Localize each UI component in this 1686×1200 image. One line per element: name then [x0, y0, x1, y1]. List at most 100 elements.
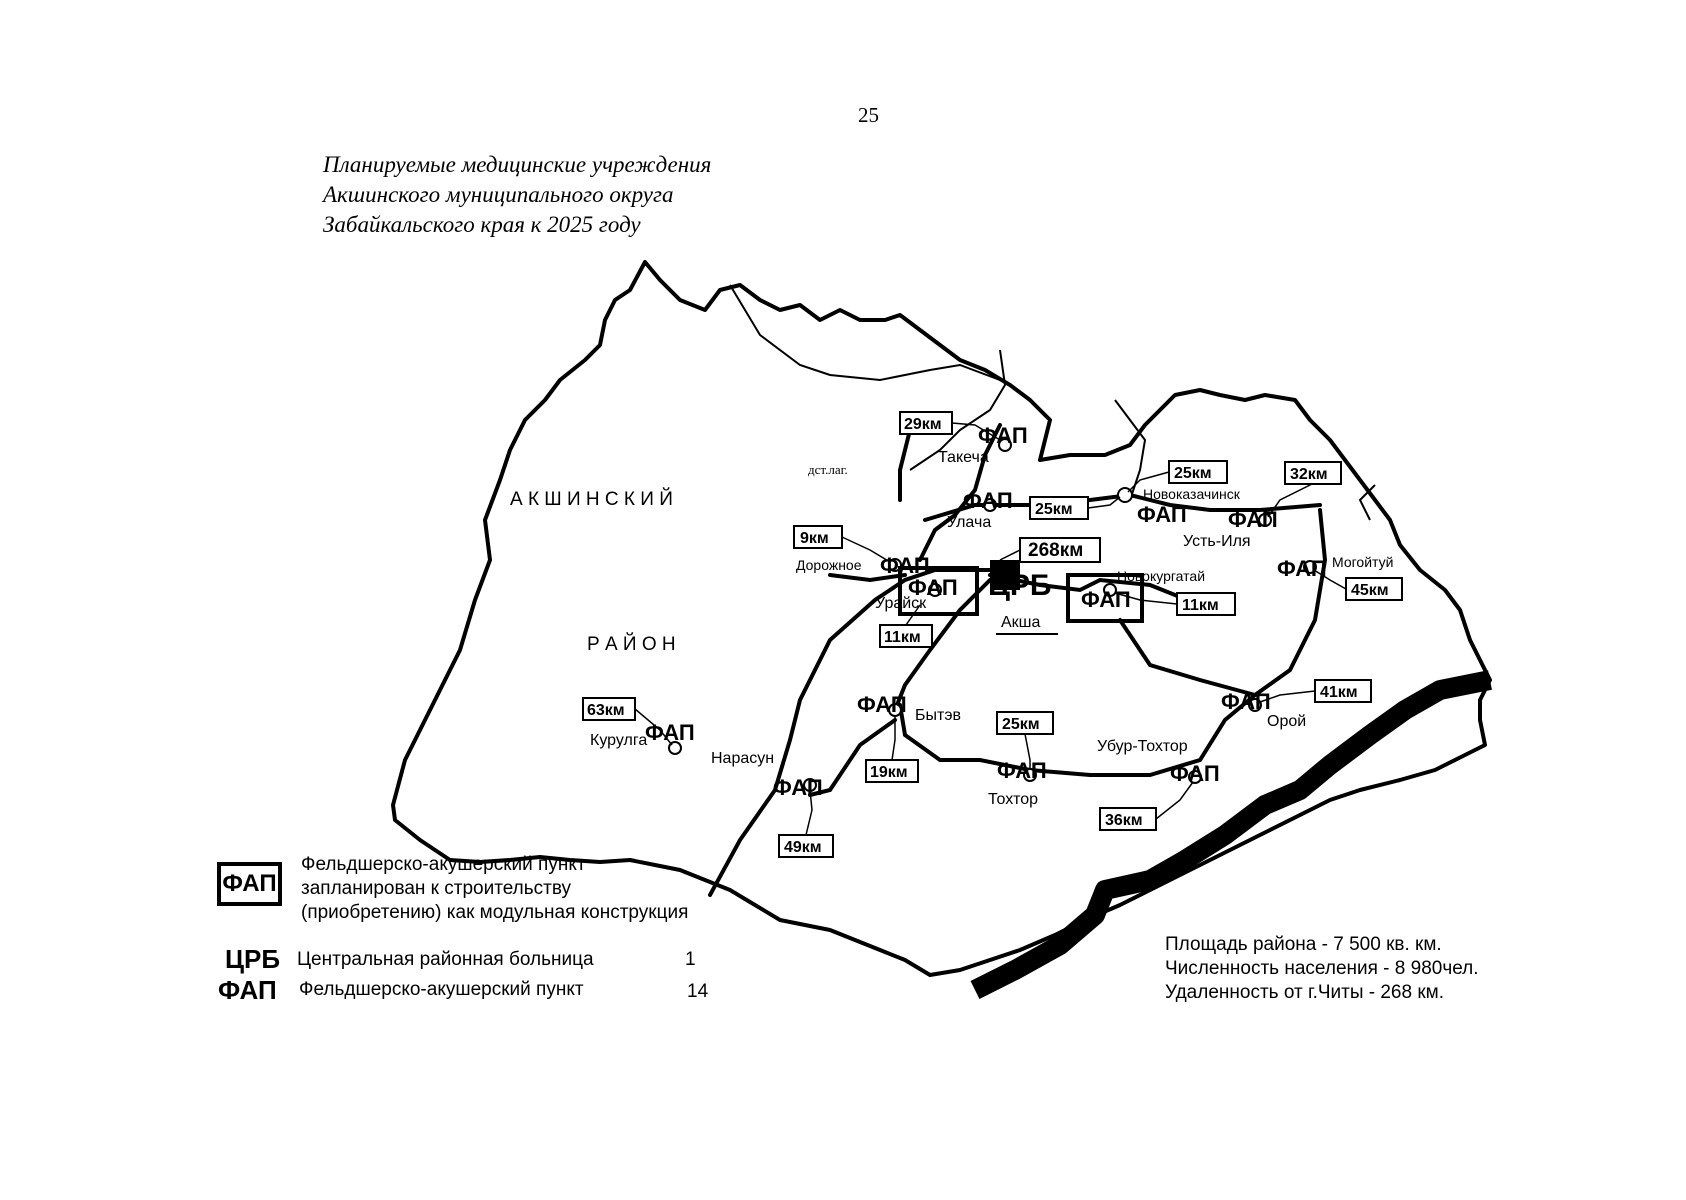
road-ulacha-north — [898, 428, 912, 502]
fap-tokhtor: ФАП — [997, 758, 1047, 783]
fap-narasun: ФАП — [773, 775, 823, 800]
name-ust-ilya: Усть-Иля — [1183, 533, 1251, 550]
name-novokurgatay: Новокургатай — [1117, 568, 1205, 584]
stat-population: Численность населения - 8 980чел. — [1165, 958, 1479, 979]
road-bytev-narasun — [808, 718, 897, 797]
legend-modular-fap-abbr: ФАП — [222, 870, 277, 897]
map-title: Планируемые медицинские учреждения Акшин… — [323, 150, 711, 240]
marker-aksha — [990, 560, 1020, 590]
distance-kurulga: 63км — [587, 702, 625, 719]
marker-ubur-tokhtor — [1188, 770, 1202, 784]
leader-lines — [634, 422, 1347, 836]
road-uraisk-west — [828, 573, 907, 583]
name-tokhtor: Тохтор — [988, 791, 1038, 808]
rivers — [909, 349, 1376, 521]
distance-mogoytuy: 45км — [1351, 582, 1389, 599]
distance-takecha: 29км — [904, 416, 942, 433]
settlement-markers — [668, 438, 1317, 792]
name-aksha: Акша — [1001, 614, 1041, 631]
facility-labels: ФАП ФАП ФАП ФАП ФАП ФАП ФАП ФАП ФАП ФАП … — [645, 423, 1327, 800]
distance-ulacha: 25км — [1035, 501, 1073, 518]
legend-modular-fap-box: ФАП — [217, 862, 282, 906]
state-boundary — [970, 670, 1492, 999]
name-oroy: Орой — [1267, 713, 1306, 730]
distance-ubur-tokhtor: 36км — [1105, 812, 1143, 829]
legend-modular-fap-text: Фельдшерско-акушерский пункт запланирова… — [301, 853, 688, 925]
marker-uraisk — [928, 583, 942, 597]
modular-box-novokurgatay — [1066, 573, 1144, 623]
legend-modular-line-2: запланирован к строительству — [301, 878, 572, 899]
distance-box-ust-ilya — [1284, 461, 1342, 485]
district-border — [391, 260, 1492, 977]
name-kurulga: Курулга — [590, 732, 647, 749]
distance-narasun: 49км — [784, 839, 822, 856]
name-dst-lag: дст.лаг. — [808, 462, 848, 477]
title-line-1: Планируемые медицинские учреждения — [323, 152, 712, 177]
page-number: 25 — [858, 103, 879, 127]
river-ilya — [1114, 399, 1147, 501]
name-narasun: Нарасун — [711, 750, 774, 767]
name-dorozhnoe: Дорожное — [796, 557, 862, 573]
road-ust-ilya-loop — [1128, 493, 1322, 512]
district-stats: Площадь района - 7 500 кв. км. Численнос… — [1165, 933, 1479, 1005]
name-ubur-tokhtor: Убур-Тохтор — [1097, 738, 1188, 755]
crb-aksha: ЦРБ — [988, 569, 1052, 602]
road-aksha-novokurgatay — [988, 573, 1202, 607]
fap-novokazachinsk: ФАП — [1137, 502, 1187, 527]
legend-modular-line-3: (приобретению) как модульная конструкция — [301, 902, 689, 923]
fap-mogoytuy: ФАП — [1277, 556, 1327, 581]
fap-takecha: ФАП — [978, 423, 1028, 448]
district-label-line2: Р А Й О Н — [587, 633, 676, 655]
fap-ust-ilya: ФАП — [1228, 507, 1278, 532]
river-east — [1358, 484, 1376, 521]
legend-fap-text: Фельдшерско-акушерский пункт — [299, 979, 584, 1000]
district-label-line1: А К Ш И Н С К И Й — [510, 488, 673, 510]
road-novokurgatay-oroy — [1118, 618, 1257, 697]
legend-modular-line-1: Фельдшерско-акушерский пункт — [301, 854, 586, 875]
stat-area: Площадь района - 7 500 кв. км. — [1165, 934, 1442, 955]
legend-crb-count: 1 — [685, 949, 696, 970]
modular-fap-boxes — [898, 566, 1144, 623]
road-aksha-bytev — [893, 578, 992, 712]
distance-boxes — [582, 411, 1403, 858]
distance-tokhtor: 25км — [1002, 716, 1040, 733]
distance-uraisk: 11км — [884, 629, 921, 646]
settlement-names: Такеча дст.лаг. Улача Новоказачинск Усть… — [590, 449, 1393, 808]
fap-uraisk: ФАП — [908, 575, 958, 600]
name-ulacha: Улача — [947, 514, 991, 531]
roads — [708, 423, 1328, 897]
fap-ulacha: ФАП — [963, 488, 1013, 513]
legend-crb-text: Центральная районная больница — [297, 949, 594, 970]
distance-bytev: 19км — [870, 764, 908, 781]
modular-box-uraisk — [898, 566, 979, 616]
name-bytev: Бытэв — [915, 707, 961, 724]
distance-dorozhnoe: 9км — [800, 530, 829, 547]
legend-fap-abbr: ФАП — [218, 975, 277, 1005]
distance-novokurgatay: 11км — [1182, 597, 1219, 614]
marker-mogoytuy — [1303, 560, 1317, 574]
distance-novokazachinsk: 25км — [1174, 465, 1212, 482]
fap-novokurgatay: ФАП — [1081, 587, 1131, 612]
river-onon — [909, 349, 1007, 471]
road-mogoytuy-oroy — [1253, 508, 1328, 697]
fap-bytev: ФАП — [857, 692, 907, 717]
distance-ust-ilya: 32км — [1290, 466, 1328, 483]
title-line-3: Забайкальского края к 2025 году — [323, 212, 641, 237]
road-narasun-aksha — [708, 568, 992, 897]
marker-takecha — [998, 438, 1012, 452]
fap-ubur-tokhtor: ФАП — [1170, 761, 1220, 786]
marker-novokurgatay — [1103, 583, 1117, 597]
title-line-2: Акшинского муниципального округа — [323, 182, 674, 207]
marker-oroy — [1248, 698, 1262, 712]
name-novokazachinsk: Новоказачинск — [1143, 486, 1241, 502]
inner-border — [729, 284, 1001, 382]
distance-aksha-chita: 268км — [1028, 540, 1083, 561]
legend-crb-abbr: ЦРБ — [225, 944, 281, 974]
legend-fap-count: 14 — [687, 981, 709, 1002]
distance-texts: 29км 25км 25км 32км 268км 9км 11км 11км … — [587, 416, 1389, 856]
distance-oroy: 41км — [1320, 684, 1358, 701]
stat-distance: Удаленность от г.Читы - 268 км. — [1165, 982, 1444, 1003]
road-oroy-tokhtor — [898, 693, 1257, 777]
road-takecha-ulacha — [918, 423, 1002, 562]
